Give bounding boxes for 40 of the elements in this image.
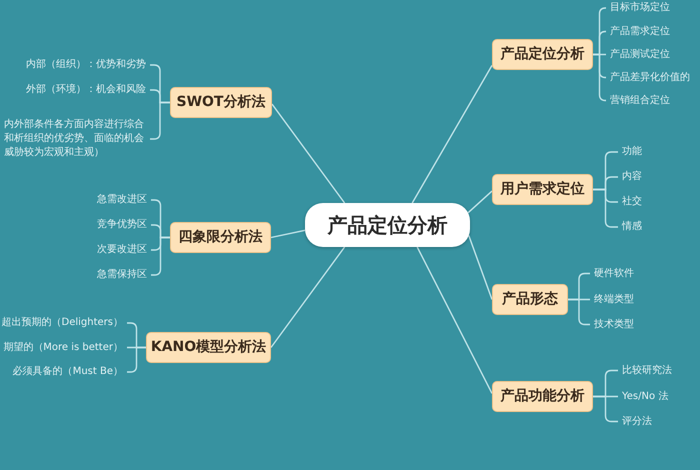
subtopic-text: 功能 bbox=[618, 144, 646, 160]
branch-topic-box: 四象限分析法 bbox=[170, 222, 271, 253]
central-topic-box: 产品定位分析 bbox=[305, 203, 470, 247]
subtopic-text: 评分法 bbox=[618, 414, 656, 430]
branch-topic-box: KANO模型分析法 bbox=[146, 332, 271, 363]
branch-topic-box: SWOT分析法 bbox=[170, 87, 272, 118]
subtopic-text: Yes/No 法 bbox=[618, 388, 672, 404]
branch-topic-box: 用户需求定位 bbox=[492, 174, 593, 205]
subtopic-text: 期望的（More is better） bbox=[0, 340, 127, 356]
connector-line bbox=[270, 246, 346, 348]
connector-line bbox=[271, 104, 346, 204]
subtopic-text: 终端类型 bbox=[590, 292, 638, 308]
subtopic-text: 外部（环境）：机会和风险 bbox=[22, 82, 150, 98]
subtopic-text: 情感 bbox=[618, 219, 646, 235]
branch-topic-box: 产品形态 bbox=[492, 284, 568, 315]
subtopic-text: 营销组合定位 bbox=[606, 92, 674, 108]
branch-topic-box: 产品功能分析 bbox=[492, 381, 593, 412]
connector-line bbox=[468, 235, 493, 300]
subtopic-text: 必须具备的（Must Be） bbox=[8, 364, 127, 380]
subtopic-text: 急需保持区 bbox=[93, 267, 151, 283]
subtopic-text: 内容 bbox=[618, 169, 646, 185]
subtopic-text: 社交 bbox=[618, 194, 646, 210]
subtopic-text: 产品需求定位 bbox=[606, 24, 674, 40]
subtopic-text: 超出预期的（Delighters） bbox=[0, 315, 127, 331]
connector-line bbox=[412, 65, 493, 204]
subtopic-text: 技术类型 bbox=[590, 316, 638, 332]
subtopic-text: 内部（组织）：优势和劣势 bbox=[22, 57, 150, 73]
subtopic-text: 比较研究法 bbox=[618, 362, 676, 378]
subtopic-text: 急需改进区 bbox=[93, 192, 151, 208]
connector-line bbox=[468, 190, 492, 214]
connector-line bbox=[270, 230, 306, 238]
subtopic-text: 硬件软件 bbox=[590, 266, 638, 282]
connector-line bbox=[416, 246, 493, 394]
subtopic-text: 目标市场定位 bbox=[606, 0, 674, 16]
subtopic-text: 竞争优势区 bbox=[93, 217, 151, 233]
subtopic-text: 内外部条件各方面内容进行综合和析组织的优劣势、面临的机会威胁较为宏观和主观） bbox=[0, 118, 150, 160]
subtopic-text: 次要改进区 bbox=[93, 242, 151, 258]
branch-topic-box: 产品定位分析 bbox=[492, 39, 593, 70]
subtopic-text: 产品差异化价值的 bbox=[606, 70, 694, 86]
subtopic-text: 产品测试定位 bbox=[606, 46, 674, 62]
